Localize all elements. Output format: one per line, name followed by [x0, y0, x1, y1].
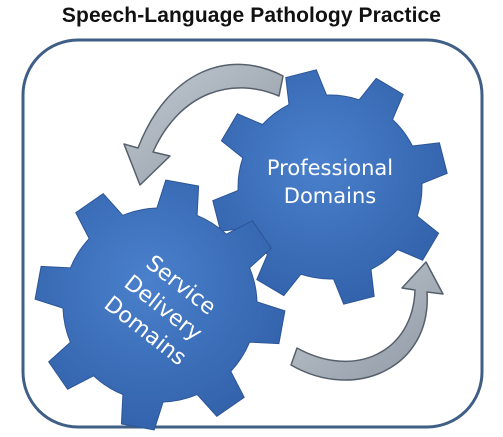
service-delivery-domains-gear: Service Delivery Domains	[34, 179, 286, 431]
curved-arrow-top-icon	[123, 63, 284, 186]
professional-domains-label-line2: Domains	[284, 184, 376, 208]
professional-domains-label-line1: Professional	[267, 156, 393, 180]
page-title: Speech-Language Pathology Practice	[61, 4, 442, 27]
curved-arrow-bottom-icon	[290, 261, 444, 381]
